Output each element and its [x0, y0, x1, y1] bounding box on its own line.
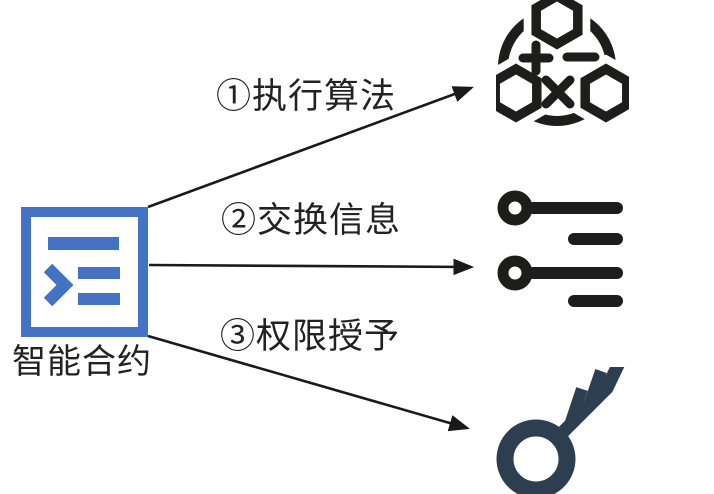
contract-line-middle [78, 267, 120, 279]
smart-contract-label: 智能合约 [12, 342, 152, 382]
sliders-icon [497, 190, 623, 307]
key-ring [496, 419, 576, 494]
edge-label-exchange-information: ②交换信息 [221, 201, 402, 241]
key-tooth-1 [564, 387, 588, 427]
key-icon [496, 367, 625, 494]
arrow-execute-algorithm [147, 86, 474, 209]
contract-chevron [43, 263, 74, 307]
contract-border [21, 207, 148, 337]
algorithm-operators [518, 40, 600, 109]
algorithm-icon [496, 0, 629, 132]
hexagon-bottom-right [580, 63, 629, 123]
hexagon-top [531, 0, 583, 50]
algorithm-hexagons [496, 0, 629, 132]
smart-contract-icon [21, 207, 148, 337]
contract-line-top [48, 237, 119, 250]
key-tooth-2 [583, 369, 607, 408]
arrow-grant-permission [147, 334, 470, 432]
edge-label-grant-permission: ③权限授予 [220, 317, 401, 357]
slider-knob-1 [497, 190, 533, 226]
slider-knob-2 [497, 255, 533, 291]
hexagon-bottom-left [496, 63, 542, 123]
contract-line-bottom [78, 293, 120, 305]
edge-label-execute-algorithm: ①执行算法 [216, 77, 397, 117]
arrow-exchange-information [148, 258, 475, 276]
